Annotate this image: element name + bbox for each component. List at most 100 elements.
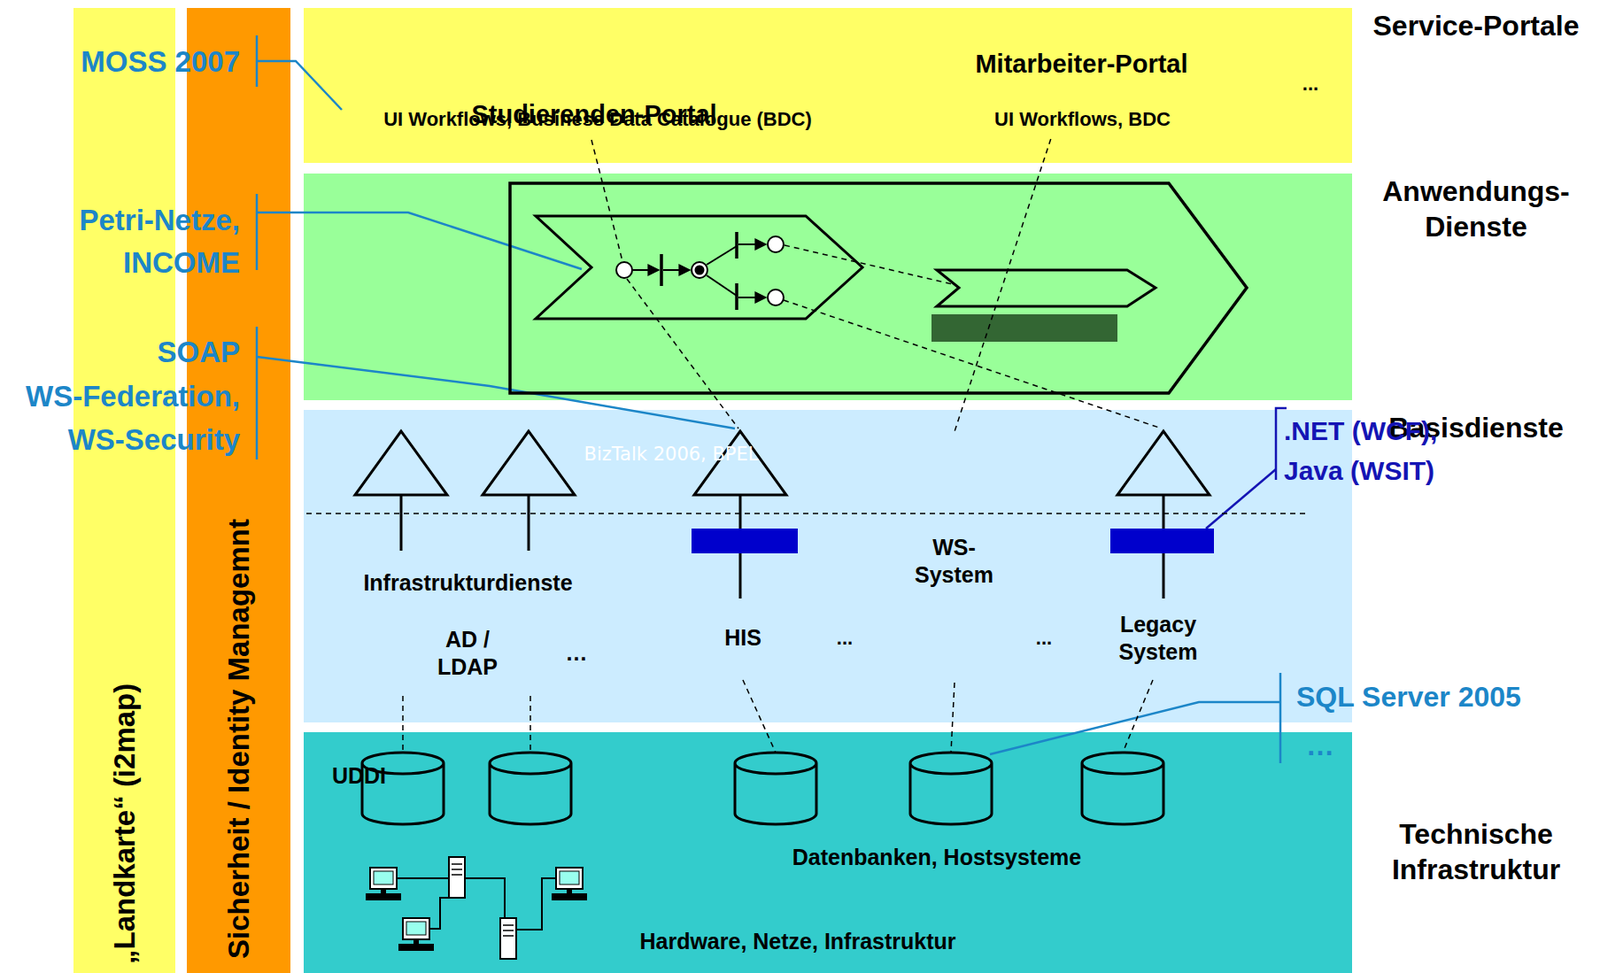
band-label: Sicherheit / Identity Managemnt — [220, 518, 257, 959]
server-icon — [500, 918, 517, 959]
service-interface — [694, 431, 787, 495]
petri-transition — [659, 254, 664, 286]
server-icon — [448, 857, 465, 898]
band-label: „Landkarte“ (i2map) — [106, 683, 143, 965]
petri-arc — [738, 296, 766, 299]
callout-label: SQL Server 2005 — [1296, 680, 1589, 714]
network-wire — [516, 878, 557, 930]
group-label: Datenbanken, Hostsysteme — [742, 843, 1132, 871]
text-area: „Landkarte“ (i2map) — [73, 7, 176, 973]
computer-icon — [398, 918, 434, 951]
connector-line — [739, 494, 743, 599]
dashed-link — [784, 245, 957, 286]
text-area: Anwendungs- Dienste — [1354, 173, 1598, 245]
node-label: UDDI — [332, 762, 387, 790]
petri-place — [616, 262, 633, 279]
leader-line — [989, 702, 1281, 755]
dashed-link — [950, 682, 955, 753]
dashed-link — [626, 278, 739, 429]
node-label: Mitarbeiter-Portal — [974, 47, 1188, 80]
dashed-link — [401, 695, 404, 753]
callout-bracket — [1279, 672, 1283, 764]
text-area: Service-Portale — [1354, 7, 1598, 44]
network-wire — [429, 897, 449, 929]
callout-label: … — [1306, 728, 1360, 763]
network-wire — [396, 877, 449, 880]
security-band: Sicherheit / Identity Managemnt — [186, 7, 291, 973]
service-interface — [1117, 431, 1210, 495]
node-label: UI Workflows, BDC — [994, 107, 1171, 132]
portal-layer: Studierenden-PortalUI Workflows, Busines… — [303, 7, 1600, 163]
petri-transition — [734, 231, 739, 259]
leader-line — [1205, 469, 1276, 529]
text-area: Legacy System — [1099, 601, 1217, 676]
ellipsis: ... — [822, 626, 867, 650]
ellipsis: ... — [1288, 72, 1333, 96]
computer-icon — [365, 867, 402, 901]
callout-label: .NET (WCF), Java (WSIT) — [1283, 410, 1475, 491]
dashed-link — [742, 680, 776, 753]
leader-line — [256, 356, 735, 429]
process-chevron — [510, 183, 1247, 394]
node-label: BizTalk 2006, BPEL — [584, 442, 759, 466]
network-wire — [464, 878, 505, 919]
node-label: … — [565, 639, 588, 667]
database-cylinder — [489, 752, 572, 825]
petri-transition — [734, 283, 739, 310]
connector-line — [1162, 494, 1166, 599]
leader-line — [256, 212, 582, 270]
node-label: Legacy System — [1104, 610, 1213, 667]
process-chevron — [535, 216, 863, 319]
dashed-link — [783, 300, 1162, 429]
layer-label: Anwendungs- Dienste — [1354, 173, 1598, 245]
computer-icon — [551, 867, 588, 901]
petri-arc — [663, 269, 690, 271]
database-cylinder — [1082, 752, 1164, 825]
petri-place — [767, 236, 784, 253]
petri-arc — [738, 243, 766, 246]
callout-label: Petri-Netze, INCOME — [3, 199, 240, 285]
petri-place — [767, 289, 784, 306]
node-label: HIS — [724, 624, 762, 652]
callout-label: SOAP WS-Federation, WS-Security — [3, 330, 240, 463]
text-area: Sicherheit / Identity Managemnt — [186, 7, 291, 973]
dashed-separator — [306, 512, 1307, 515]
text-area: Technische Infrastruktur — [1354, 816, 1598, 888]
adapter-bar — [1110, 528, 1214, 554]
petri-arc — [706, 246, 737, 265]
connector-line — [400, 494, 403, 551]
dashed-link — [591, 139, 623, 262]
dashed-link — [1122, 680, 1153, 753]
petri-arc — [632, 269, 659, 271]
connector-line — [527, 494, 531, 551]
node-label: UI Workflows, Business Data Catalogue (B… — [383, 107, 812, 132]
process-chevron — [936, 270, 1156, 307]
petri-arc — [706, 275, 737, 296]
leader-line — [256, 61, 342, 110]
petri-place — [691, 262, 708, 279]
dashed-connector — [954, 139, 1052, 433]
layer-band — [303, 173, 1353, 401]
callout-bracket — [255, 326, 259, 460]
service-interface — [355, 431, 448, 495]
node-label: AD / LDAP — [432, 626, 503, 682]
database-cylinder — [734, 752, 817, 825]
adapter-bar — [691, 528, 798, 554]
callout-bracket — [255, 35, 259, 87]
application-layer: BizTalk 2006, BPELAnwendungs- Dienste — [303, 173, 1600, 401]
layer-label: Service-Portale — [1354, 7, 1598, 44]
group-label: Hardware, Netze, Infrastruktur — [602, 927, 993, 955]
layer-band — [303, 7, 1353, 163]
callout-bracket — [255, 193, 259, 271]
service-interface — [482, 431, 575, 495]
process-bar — [931, 314, 1118, 342]
callout-bracket — [1275, 408, 1287, 480]
callout-label: MOSS 2007 — [3, 44, 240, 80]
node-label: WS- System — [907, 533, 1001, 590]
ellipsis: ... — [1021, 626, 1067, 650]
dashed-link — [529, 695, 532, 753]
database-cylinder — [910, 752, 992, 825]
layer-label: Technische Infrastruktur — [1354, 816, 1598, 888]
node-label: Infrastrukturdienste — [363, 569, 572, 597]
database-cylinder — [362, 752, 444, 825]
